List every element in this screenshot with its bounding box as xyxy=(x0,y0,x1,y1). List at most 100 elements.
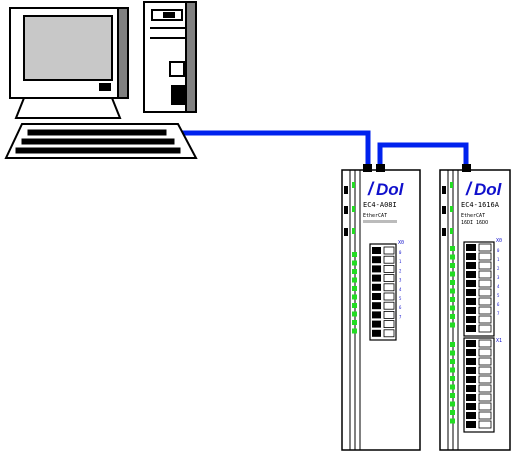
module-2-port-label-2: X1 xyxy=(496,338,502,344)
terminal-screw xyxy=(372,293,381,300)
monitor-screen xyxy=(23,15,113,81)
module-2-protocol: EtherCAT xyxy=(461,213,485,219)
channel-led xyxy=(450,384,455,390)
terminal-screw xyxy=(466,307,476,314)
channel-led xyxy=(450,376,455,381)
module-1-port-in xyxy=(363,164,372,172)
channel-label: 1 xyxy=(399,259,402,264)
module-1-model: EC4-A08I xyxy=(363,201,397,209)
cable-module-1-to-module-2 xyxy=(377,142,469,170)
module-1-port-out xyxy=(376,164,385,172)
channel-led xyxy=(450,342,455,347)
terminal-screw xyxy=(372,265,381,273)
terminal-slot xyxy=(383,310,395,319)
terminal-screw xyxy=(466,394,476,401)
channel-led xyxy=(450,280,455,285)
terminal-screw xyxy=(372,274,381,282)
channel-label: 7 xyxy=(399,314,402,319)
terminal-slot xyxy=(478,366,492,375)
channel-label: 0 xyxy=(497,248,500,253)
channel-label: 2 xyxy=(497,266,500,271)
channel-led xyxy=(450,350,455,356)
terminal-slot xyxy=(478,315,492,324)
terminal-slot xyxy=(383,255,395,264)
terminal-screw xyxy=(466,244,476,251)
terminal-slot xyxy=(478,270,492,279)
module-2-brand-slash: / xyxy=(465,179,473,199)
terminal-screw xyxy=(466,421,476,428)
desktop-computer-icon xyxy=(4,1,198,159)
channel-led xyxy=(450,401,455,407)
channel-led xyxy=(352,260,357,266)
module-1-port-label: X0 xyxy=(398,240,404,246)
module-2-model: EC4-1616A xyxy=(461,201,500,209)
ethernet-cables xyxy=(170,130,469,170)
terminal-screw xyxy=(466,316,476,323)
module-1-channel-leds xyxy=(352,252,357,334)
module-2-port-in xyxy=(462,164,471,172)
terminal-screw xyxy=(466,385,476,392)
terminal-screw xyxy=(466,349,476,356)
channel-led xyxy=(450,297,455,302)
channel-led xyxy=(352,328,357,334)
io-module-2: / Dol EC4-1616A EtherCAT 16DI 16DO X0 X1… xyxy=(439,164,511,451)
terminal-slot xyxy=(478,348,492,357)
channel-led xyxy=(352,277,357,283)
channel-led xyxy=(450,367,455,373)
channel-label: 5 xyxy=(399,296,402,301)
terminal-screw xyxy=(466,289,476,296)
channel-led xyxy=(352,303,357,308)
terminal-screw xyxy=(466,253,476,260)
terminal-slot xyxy=(383,264,395,273)
terminal-screw xyxy=(372,283,381,291)
terminal-screw xyxy=(466,325,476,332)
module-1-terminal-block xyxy=(369,243,397,341)
terminal-screw xyxy=(466,358,476,365)
channel-led xyxy=(450,393,455,398)
channel-label: 3 xyxy=(497,275,500,280)
terminal-slot xyxy=(478,375,492,384)
channel-label: 4 xyxy=(399,287,402,292)
channel-led xyxy=(352,320,357,325)
terminal-screw xyxy=(466,376,476,383)
terminal-screw xyxy=(466,298,476,305)
channel-led xyxy=(450,271,455,277)
module-1-status-leds xyxy=(352,182,355,234)
terminal-screw xyxy=(466,262,476,269)
terminal-slot xyxy=(478,393,492,402)
terminal-screw xyxy=(466,412,476,419)
terminal-screw xyxy=(372,320,381,328)
module-1-brand: Dol xyxy=(376,180,405,199)
terminal-slot xyxy=(478,243,492,252)
channel-label: 6 xyxy=(497,302,500,307)
terminal-screw xyxy=(372,311,381,319)
terminal-slot xyxy=(478,306,492,315)
terminal-slot xyxy=(478,402,492,411)
terminal-slot xyxy=(383,274,395,283)
terminal-slot xyxy=(383,292,395,301)
terminal-slot xyxy=(478,279,492,288)
channel-led xyxy=(352,269,357,274)
terminal-screw xyxy=(466,271,476,278)
module-2-subtitle: 16DI 16DO xyxy=(461,220,488,226)
channel-led xyxy=(450,263,455,268)
terminal-slot xyxy=(478,339,492,348)
terminal-slot xyxy=(478,324,492,333)
channel-led xyxy=(450,410,455,415)
channel-label: 2 xyxy=(399,268,402,273)
terminal-slot xyxy=(478,288,492,297)
terminal-slot xyxy=(478,261,492,270)
floppy-slot xyxy=(169,61,185,77)
module-2-terminal-block xyxy=(463,241,495,433)
terminal-screw xyxy=(372,302,381,310)
terminal-screw xyxy=(466,367,476,374)
channel-label: 4 xyxy=(497,284,500,289)
channel-led xyxy=(352,286,357,291)
channel-label: 5 xyxy=(497,293,500,298)
terminal-slot xyxy=(478,297,492,306)
channel-led xyxy=(450,246,455,251)
